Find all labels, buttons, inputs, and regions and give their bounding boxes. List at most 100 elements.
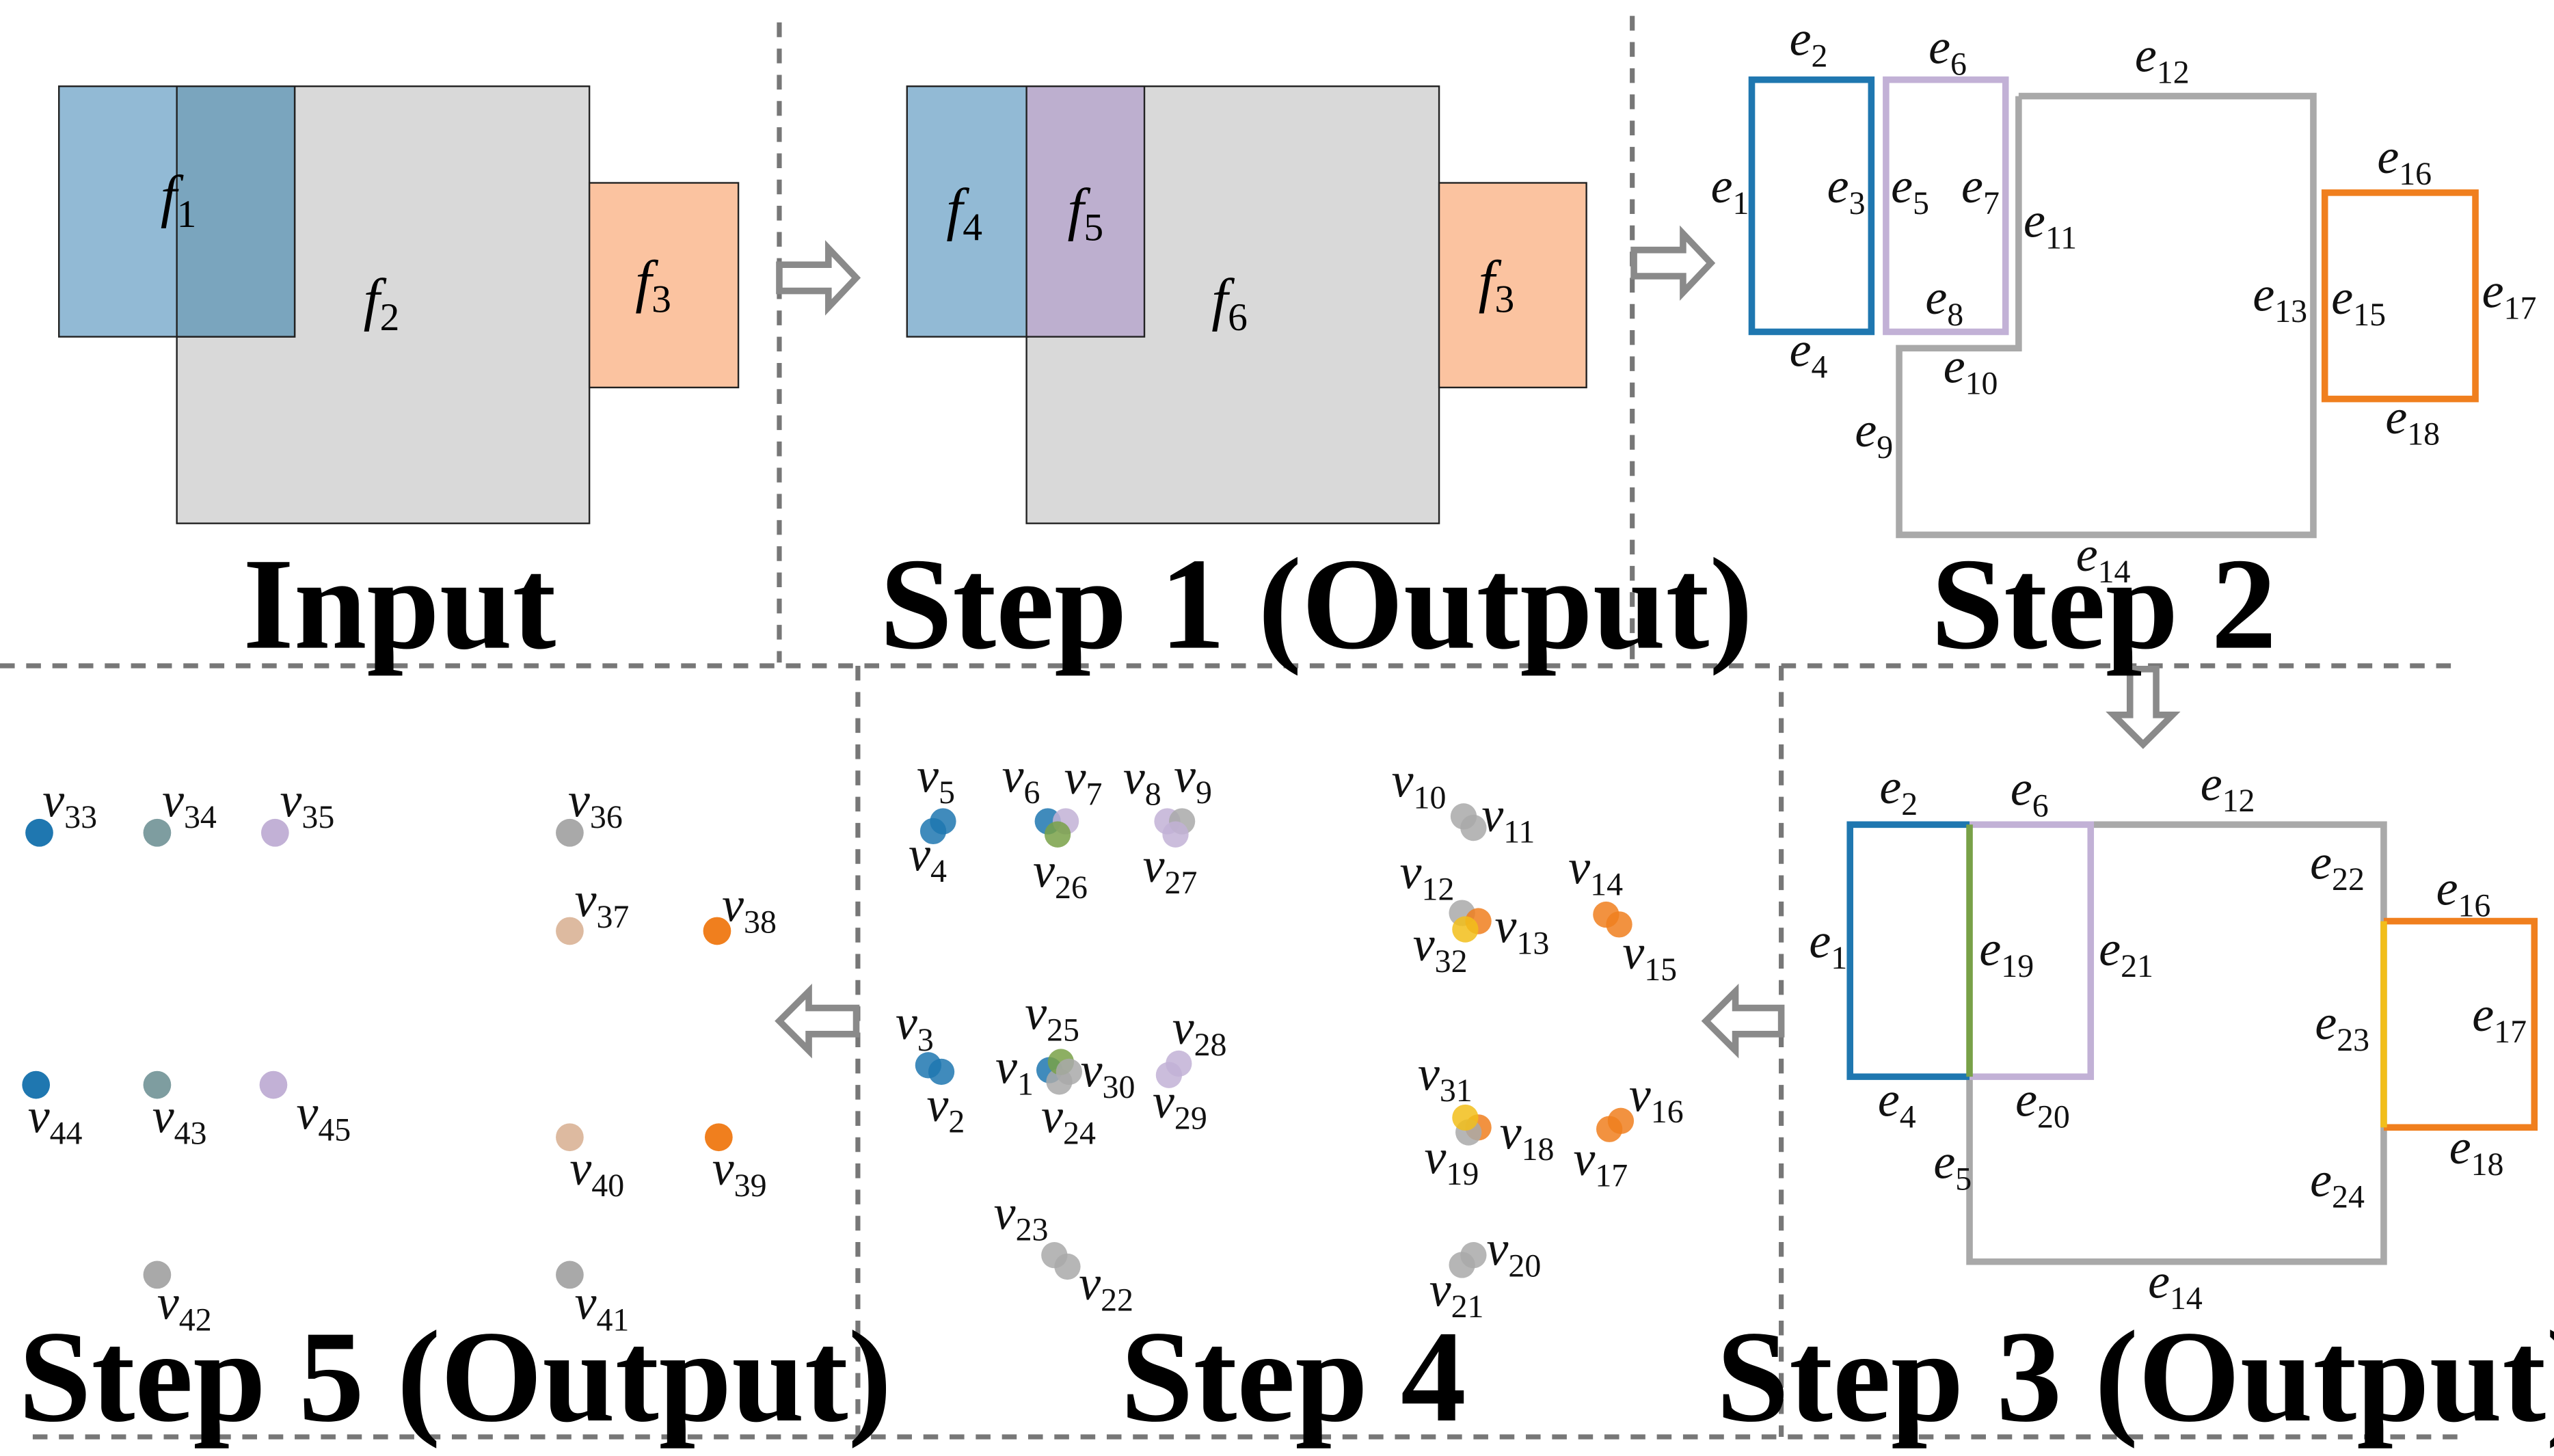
edge-label-e5: e5 <box>1891 159 1929 221</box>
edge-label-e6: e6 <box>1928 20 1967 83</box>
vertex-label-v18: v18 <box>1500 1105 1555 1168</box>
vertex-label-v17: v17 <box>1573 1131 1628 1194</box>
boundary-purple <box>1883 76 2009 336</box>
arrow-left-icon <box>775 984 860 1059</box>
vertex-label-v41: v41 <box>575 1276 630 1338</box>
vertex-label-v36: v36 <box>568 772 623 835</box>
vertex-label-v4: v4 <box>909 826 947 889</box>
vertex-label-v9: v9 <box>1174 748 1212 811</box>
face-f5 <box>1025 85 1146 338</box>
edge-label-e6: e6 <box>2011 761 2049 824</box>
title-step1: Step 1 (Output) <box>880 532 1753 677</box>
edge-label-e4: e4 <box>1878 1073 1916 1135</box>
title-step5: Step 5 (Output) <box>18 1304 891 1449</box>
face-overlap <box>176 85 296 338</box>
vertex-dot-v34 <box>143 818 172 847</box>
vertex-label-v45: v45 <box>296 1086 351 1148</box>
vertex-label-v40: v40 <box>569 1141 624 1204</box>
vertex-label-v7: v7 <box>1064 750 1103 813</box>
face-f4 <box>906 85 1030 338</box>
boundary-gray <box>1966 821 2387 1265</box>
vertex-label-v31: v31 <box>1418 1046 1473 1109</box>
edge-label-e2: e2 <box>1879 759 1918 822</box>
edge-label-e15: e15 <box>2331 270 2386 333</box>
step4-vertex-dots <box>915 803 1635 1280</box>
vertex-label-v2: v2 <box>926 1077 965 1140</box>
vertex-dot-v44 <box>22 1070 51 1099</box>
edge-label-e12: e12 <box>2135 28 2190 91</box>
vertex-dot-v3 <box>915 1052 942 1079</box>
vertex-dot-v39 <box>704 1123 733 1152</box>
input-panel: f1 f2 f3 Input <box>58 85 740 677</box>
vertex-label-v30: v30 <box>1081 1042 1135 1105</box>
vertex-label-v42: v42 <box>157 1276 212 1338</box>
vertex-label-v27: v27 <box>1143 838 1198 901</box>
vertex-label-v38: v38 <box>722 878 777 941</box>
vertex-label-v39: v39 <box>712 1141 767 1204</box>
vertex-label-v34: v34 <box>162 772 217 835</box>
vertex-dot-v26 <box>1044 821 1071 848</box>
flow-arrows <box>775 225 2181 1059</box>
face-f3 <box>588 182 740 389</box>
title-step3: Step 3 (Output) <box>1717 1304 2554 1449</box>
vertex-label-v16: v16 <box>1629 1067 1684 1130</box>
boundary-blue <box>1748 76 1875 336</box>
arrow-right-icon <box>776 240 861 316</box>
vertex-dot-v17 <box>1596 1116 1623 1142</box>
edge-label-e5: e5 <box>1933 1135 1972 1198</box>
vertex-label-v21: v21 <box>1429 1262 1484 1325</box>
vertex-label-v25: v25 <box>1025 986 1079 1049</box>
vertex-dot-v23 <box>1041 1241 1068 1269</box>
vertex-label-v11: v11 <box>1481 787 1535 850</box>
boundary-orange <box>2321 189 2479 403</box>
edge-label-e21: e21 <box>2099 921 2153 984</box>
vertex-label-v15: v15 <box>1622 925 1677 988</box>
arrow-down-icon <box>2106 665 2181 749</box>
edge-label-e1: e1 <box>1711 159 1749 221</box>
vertex-label-v24: v24 <box>1041 1089 1096 1152</box>
edge-label-e17: e17 <box>2482 264 2537 327</box>
vertex-label-v12: v12 <box>1400 845 1455 908</box>
edge-label-e12: e12 <box>2201 756 2255 819</box>
vertex-label-v20: v20 <box>1487 1222 1542 1284</box>
edge-label-e4: e4 <box>1790 323 1828 386</box>
edge-label-e18: e18 <box>2449 1120 2504 1183</box>
edge-label-e16: e16 <box>2377 129 2432 192</box>
vertex-label-v10: v10 <box>1392 753 1447 816</box>
arrow-left-icon <box>1701 984 1785 1059</box>
step2-edge-labels: e1e2e3e4e5e6e7e8e9e10e11e12e13e14e15e16e… <box>1711 12 2537 590</box>
panel-separators <box>0 16 2460 1440</box>
vertex-dot-v33 <box>25 818 53 847</box>
edge-label-e22: e22 <box>2310 835 2365 898</box>
edge-label-e18: e18 <box>2385 390 2440 453</box>
face-f3 <box>1438 182 1587 389</box>
edge-label-e13: e13 <box>2253 267 2307 329</box>
vertex-label-v35: v35 <box>280 772 335 835</box>
vertex-label-v14: v14 <box>1568 840 1623 903</box>
edge-label-e11: e11 <box>2024 193 2077 256</box>
vertex-dot-v27 <box>1162 821 1189 848</box>
vertex-label-v26: v26 <box>1033 843 1088 906</box>
vertex-dot-v40 <box>556 1123 584 1152</box>
vertex-dot-v38 <box>703 917 731 945</box>
vertex-label-v37: v37 <box>575 872 630 935</box>
edge-label-e14: e14 <box>2148 1254 2203 1317</box>
vertex-dot-v11 <box>1460 814 1487 841</box>
vertex-dot-v42 <box>143 1260 172 1289</box>
arrow-right-icon <box>1630 225 1716 301</box>
vertex-dot-v41 <box>556 1260 584 1289</box>
vertex-label-v5: v5 <box>917 748 955 811</box>
vertex-dot-v21 <box>1449 1252 1475 1278</box>
edge-label-e9: e9 <box>1855 403 1893 466</box>
edge-label-e19: e19 <box>1979 921 2034 984</box>
vertex-label-v28: v28 <box>1172 1000 1227 1063</box>
vertex-dot-v30 <box>1056 1058 1083 1086</box>
edge-label-e10: e10 <box>1944 339 1998 402</box>
vertex-dot-v5 <box>930 808 956 835</box>
label-f6: f6 <box>1211 266 1248 339</box>
